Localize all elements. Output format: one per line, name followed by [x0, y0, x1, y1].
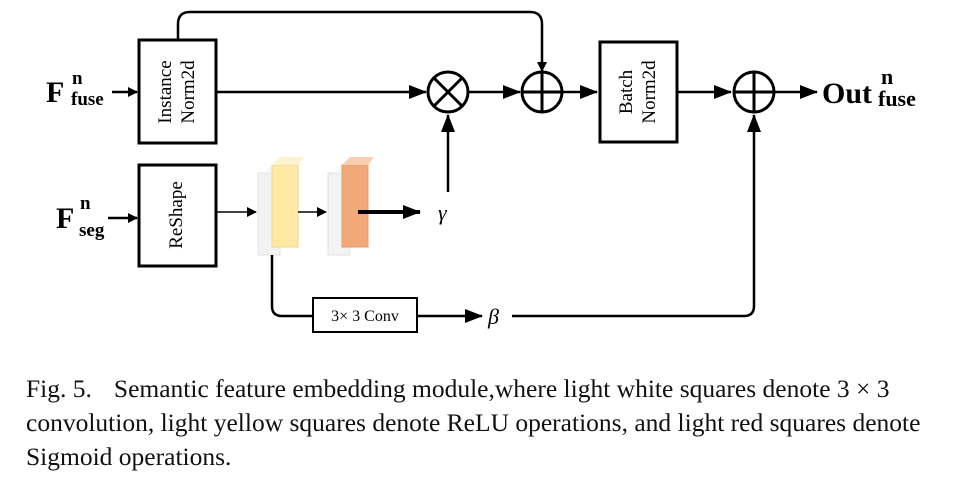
skip-connection [176, 10, 547, 72]
reshape-box: ReShape [137, 163, 218, 268]
caption-label: Fig. 5. [26, 374, 92, 403]
conv-box: 3× 3 Conv [312, 297, 418, 333]
beta-to-add-arrow [512, 114, 761, 318]
relu-square-top [272, 157, 304, 165]
svg-text:F: F [46, 76, 64, 109]
output-label: Out n fuse [822, 64, 916, 111]
conv-relu-blocks [257, 157, 304, 256]
f-seg-label: F n seg [56, 193, 105, 241]
svg-text:Norm2d: Norm2d [178, 60, 199, 124]
conv-sigmoid-blocks [327, 157, 374, 256]
add-operator-2 [732, 70, 776, 114]
svg-text:Batch: Batch [616, 69, 637, 114]
instance-norm-box: Instance Norm2d [137, 38, 218, 145]
add-operator-1 [520, 70, 564, 114]
svg-text:Out: Out [822, 77, 872, 110]
multiply-operator [426, 70, 470, 114]
svg-text:Norm2d: Norm2d [639, 60, 660, 124]
svg-text:ReShape: ReShape [166, 181, 187, 249]
caption-text: Semantic feature embedding module,where … [26, 374, 921, 471]
sigmoid-square [341, 164, 369, 248]
svg-text:F: F [56, 202, 74, 235]
svg-text:n: n [72, 68, 83, 89]
gamma-symbol: γ [438, 200, 448, 225]
batch-norm-box: Batch Norm2d [598, 40, 679, 144]
svg-text:n: n [881, 64, 893, 89]
branch-to-conv [270, 255, 313, 318]
svg-text:fuse: fuse [878, 86, 916, 111]
beta-symbol: β [487, 304, 499, 329]
figure-caption: Fig. 5.Semantic feature embedding module… [26, 372, 946, 474]
svg-text:n: n [80, 193, 91, 214]
module-diagram: F n fuse Instance Norm2d Batch Norm2d [46, 10, 916, 333]
relu-square [271, 164, 299, 248]
svg-text:fuse: fuse [71, 89, 104, 110]
f-fuse-label: F n fuse [46, 68, 104, 110]
svg-text:3× 3 Conv: 3× 3 Conv [331, 308, 399, 325]
svg-text:Instance: Instance [155, 60, 176, 123]
svg-text:seg: seg [79, 220, 105, 241]
sigmoid-square-top [342, 157, 374, 165]
